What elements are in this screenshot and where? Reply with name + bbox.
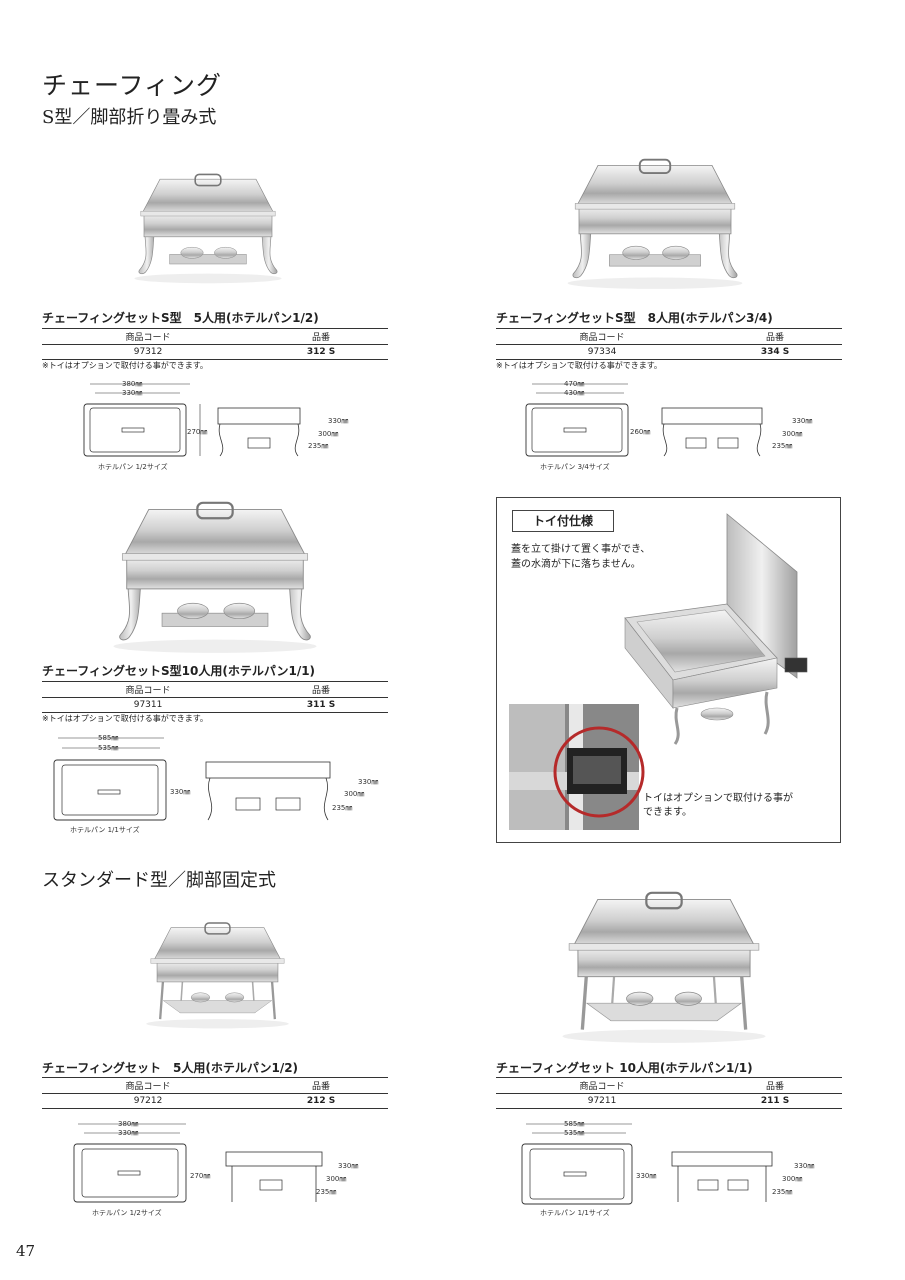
- height-2-label: 300㎜: [782, 1175, 802, 1183]
- model-number: 311 S: [254, 697, 388, 713]
- product-code: 97312: [42, 344, 255, 360]
- height-1-label: 330㎜: [794, 1162, 814, 1170]
- height-3-label: 235㎜: [772, 442, 792, 450]
- dimension-diagram: 470㎜ 430㎜ 260㎜ ホテルパン 3/4サイズ 330㎜ 300㎜ 23…: [520, 378, 820, 477]
- width-inner-label: 330㎜: [118, 1129, 138, 1137]
- pan-size-label: ホテルパン 3/4サイズ: [540, 462, 610, 471]
- height-3-label: 235㎜: [308, 442, 328, 450]
- model-header: 品番: [254, 681, 388, 698]
- height-3-label: 235㎜: [316, 1188, 336, 1196]
- width-inner-label: 535㎜: [98, 744, 118, 752]
- height-1-label: 330㎜: [792, 417, 812, 425]
- code-header: 商品コード: [496, 328, 709, 345]
- feature-caption: トイはオプションで取付ける事が できます。: [643, 792, 803, 820]
- section-title-s-type: S型／脚部折り畳み式: [42, 107, 217, 128]
- width-outer-label: 585㎜: [98, 734, 118, 742]
- pan-size-label: ホテルパン 1/2サイズ: [92, 1208, 162, 1217]
- feature-description: 蓋を立て掛けて置く事ができ、 蓋の水滴が下に落ちません。: [511, 542, 661, 572]
- height-3-label: 235㎜: [772, 1188, 792, 1196]
- pan-size-label: ホテルパン 1/1サイズ: [540, 1208, 610, 1217]
- code-header: 商品コード: [42, 681, 255, 698]
- product-name: チェーフィングセットS型10人用(ホテルパン1/1): [42, 664, 316, 678]
- dimension-diagram: 585㎜ 535㎜ 330㎜ ホテルパン 1/1サイズ 330㎜ 300㎜ 23…: [48, 732, 388, 841]
- product-name: チェーフィングセットS型 8人用(ホテルパン3/4): [496, 311, 773, 325]
- model-header: 品番: [708, 328, 842, 345]
- model-number: 312 S: [254, 344, 388, 360]
- height-1-label: 330㎜: [328, 417, 348, 425]
- section-title-standard: スタンダード型／脚部固定式: [42, 870, 276, 891]
- dimension-diagram: 585㎜ 535㎜ 330㎜ ホテルパン 1/1サイズ 330㎜ 300㎜ 23…: [518, 1118, 818, 1227]
- height-1-label: 330㎜: [358, 778, 378, 786]
- height-2-label: 300㎜: [782, 430, 802, 438]
- width-outer-label: 380㎜: [122, 380, 142, 388]
- product-photo-334s: [566, 158, 744, 290]
- product-code: 97212: [42, 1093, 255, 1109]
- option-note: ※トイはオプションで取付ける事ができます。: [42, 361, 208, 370]
- pan-size-label: ホテルパン 1/1サイズ: [70, 825, 140, 834]
- height-2-label: 300㎜: [318, 430, 338, 438]
- width-outer-label: 470㎜: [564, 380, 584, 388]
- product-photo-311s: [112, 501, 318, 654]
- model-header: 品番: [708, 1077, 842, 1094]
- depth-label: 330㎜: [636, 1172, 656, 1180]
- model-header: 品番: [254, 328, 388, 345]
- option-note: ※トイはオプションで取付ける事ができます。: [496, 361, 662, 370]
- width-inner-label: 535㎜: [564, 1129, 584, 1137]
- width-inner-label: 430㎜: [564, 389, 584, 397]
- product-code: 97311: [42, 697, 255, 713]
- height-3-label: 235㎜: [332, 804, 352, 812]
- feature-description-line: 蓋を立て掛けて置く事ができ、: [511, 544, 651, 555]
- height-2-label: 300㎜: [326, 1175, 346, 1183]
- product-name: チェーフィングセット 5人用(ホテルパン1/2): [42, 1061, 299, 1075]
- option-note: ※トイはオプションで取付ける事ができます。: [42, 714, 208, 723]
- model-number: 334 S: [708, 344, 842, 360]
- product-photo-212s: [145, 921, 290, 1030]
- detail-highlight-circle: [553, 726, 645, 818]
- dimension-diagram: 380㎜ 330㎜ 270㎜ ホテルパン 1/2サイズ 330㎜ 300㎜ 23…: [70, 1118, 370, 1227]
- product-name: チェーフィングセットS型 5人用(ホテルパン1/2): [42, 311, 319, 325]
- product-code: 97211: [496, 1093, 709, 1109]
- product-photo-211s: [560, 891, 768, 1044]
- code-header: 商品コード: [496, 1077, 709, 1094]
- width-inner-label: 330㎜: [122, 389, 142, 397]
- page-number: 47: [16, 1242, 36, 1260]
- model-header: 品番: [254, 1077, 388, 1094]
- feature-caption-line: トイはオプションで取付ける事が: [643, 793, 793, 804]
- feature-caption-line: できます。: [643, 807, 692, 818]
- model-number: 212 S: [254, 1093, 388, 1109]
- product-name: チェーフィングセット 10人用(ホテルパン1/1): [496, 1061, 753, 1075]
- product-code: 97334: [496, 344, 709, 360]
- feature-description-line: 蓋の水滴が下に落ちません。: [511, 559, 641, 570]
- feature-tag: トイ付仕様: [512, 510, 614, 532]
- model-number: 211 S: [708, 1093, 842, 1109]
- height-2-label: 300㎜: [344, 790, 364, 798]
- open-chafer-photo: [624, 513, 808, 745]
- pan-size-label: ホテルパン 1/2サイズ: [98, 462, 168, 471]
- width-outer-label: 585㎜: [564, 1120, 584, 1128]
- dimension-diagram: 380㎜ 330㎜ 270㎜ ホテルパン 1/2サイズ 330㎜ 300㎜ 23…: [70, 378, 370, 477]
- page-title: チェーフィング: [42, 71, 223, 100]
- depth-label: 330㎜: [170, 788, 190, 796]
- code-header: 商品コード: [42, 1077, 255, 1094]
- depth-label: 260㎜: [630, 428, 650, 436]
- depth-label: 270㎜: [187, 428, 207, 436]
- product-photo-312s: [133, 173, 283, 285]
- feature-box: トイ付仕様 蓋を立て掛けて置く事ができ、 蓋の水滴が下に落ちません。 トイはオプ…: [496, 497, 841, 843]
- code-header: 商品コード: [42, 328, 255, 345]
- depth-label: 270㎜: [190, 1172, 210, 1180]
- height-1-label: 330㎜: [338, 1162, 358, 1170]
- width-outer-label: 380㎜: [118, 1120, 138, 1128]
